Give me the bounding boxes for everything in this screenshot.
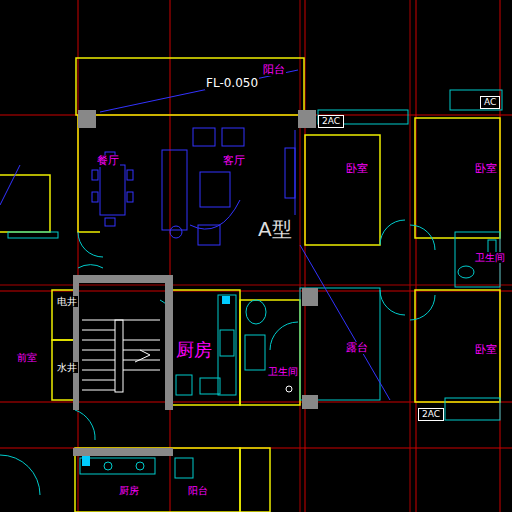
room-label: A型 xyxy=(257,218,293,240)
stairs xyxy=(82,320,160,392)
ac-label: AC xyxy=(484,97,496,107)
room-label: 厨房 xyxy=(175,340,213,360)
walls xyxy=(0,58,500,512)
ac-label: 2AC xyxy=(322,116,340,126)
room-label: 前室 xyxy=(16,352,38,363)
room-label: 阳台 xyxy=(187,485,209,496)
ac-box: 2AC xyxy=(318,115,344,128)
room-label: 客厅 xyxy=(222,155,246,167)
columns xyxy=(73,110,318,456)
furniture xyxy=(0,70,390,400)
fixtures xyxy=(80,240,496,478)
room-label: 露台 xyxy=(345,342,369,354)
room-label: 水井 xyxy=(56,362,78,373)
room-label: 卫生间 xyxy=(474,252,506,263)
room-label: 阳台 xyxy=(262,64,286,76)
room-label: 餐厅 xyxy=(96,155,120,167)
ac-box: 2AC xyxy=(418,408,444,421)
windows-doors xyxy=(0,90,502,495)
room-label: 卧室 xyxy=(474,344,498,356)
room-label: 电井 xyxy=(56,296,78,307)
room-label: FL-0.050 xyxy=(205,77,259,90)
ac-box: AC xyxy=(480,96,500,109)
room-label: 卧室 xyxy=(345,163,369,175)
room-label: 厨房 xyxy=(118,485,140,496)
ac-label: 2AC xyxy=(422,409,440,419)
room-label: 卧室 xyxy=(474,163,498,175)
room-label: 卫生间 xyxy=(267,366,299,377)
